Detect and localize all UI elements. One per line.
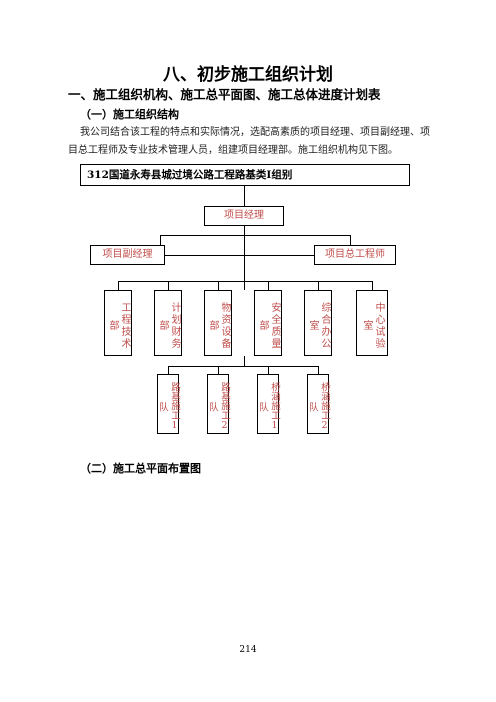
connector [160, 235, 161, 245]
connector [218, 281, 219, 290]
connector [168, 281, 169, 290]
paragraph-line-1: 我公司结合该工程的特点和实际情况，选配高素质的项目经理、项目副经理、项 [80, 127, 430, 138]
connector [218, 366, 219, 374]
subsection-heading-layout: （二）施工总平面布置图 [80, 462, 201, 475]
team-bridge-2-box: 桥涵施工2队 [307, 374, 330, 434]
page-number: 214 [239, 645, 257, 655]
connector [372, 281, 373, 290]
connector [244, 226, 245, 290]
team-roadbed-2-box: 路基施工2队 [207, 374, 230, 434]
dept-finance-box: 计划财务部 [154, 290, 182, 356]
dept-safety-box: 安全质量部 [254, 290, 282, 356]
project-manager-box: 项目经理 [204, 206, 284, 226]
section-heading: 一、施工组织机构、施工总平面图、施工总体进度计划表 [68, 87, 381, 102]
connector [318, 366, 319, 374]
connector [268, 281, 269, 290]
team-roadbed-1-box: 路基施工1队 [157, 374, 180, 434]
connector [244, 186, 245, 206]
connector [118, 281, 119, 290]
dept-lab-box: 中心试验室 [356, 290, 388, 356]
org-title-box: 312国道永寿县城过境公路工程路基类Ⅰ组别 [80, 164, 410, 186]
connector [318, 281, 319, 290]
intro-paragraph: 我公司结合该工程的特点和实际情况，选配高素质的项目经理、项目副经理、项 目总工程… [68, 124, 440, 160]
connector [118, 281, 372, 282]
connector [160, 235, 350, 236]
connector [350, 235, 351, 245]
subsection-heading-structure: （一）施工组织结构 [80, 108, 179, 121]
chief-engineer-box: 项目总工程师 [314, 245, 396, 265]
team-bridge-1-box: 桥涵施工1队 [257, 374, 280, 434]
paragraph-line-2: 目总工程师及专业技术管理人员，组建项目经理部。施工组织机构见下图。 [68, 145, 398, 156]
dept-office-box: 综合办公室 [304, 290, 332, 356]
connector [168, 366, 318, 367]
connector [165, 255, 314, 256]
deputy-manager-box: 项目副经理 [90, 245, 165, 265]
dept-materials-box: 物资设备部 [204, 290, 232, 356]
connector [244, 356, 245, 366]
connector [168, 366, 169, 374]
page-heading: 八、初步施工组织计划 [163, 65, 333, 85]
connector [268, 366, 269, 374]
dept-engineering-box: 工程技术部 [104, 290, 132, 356]
